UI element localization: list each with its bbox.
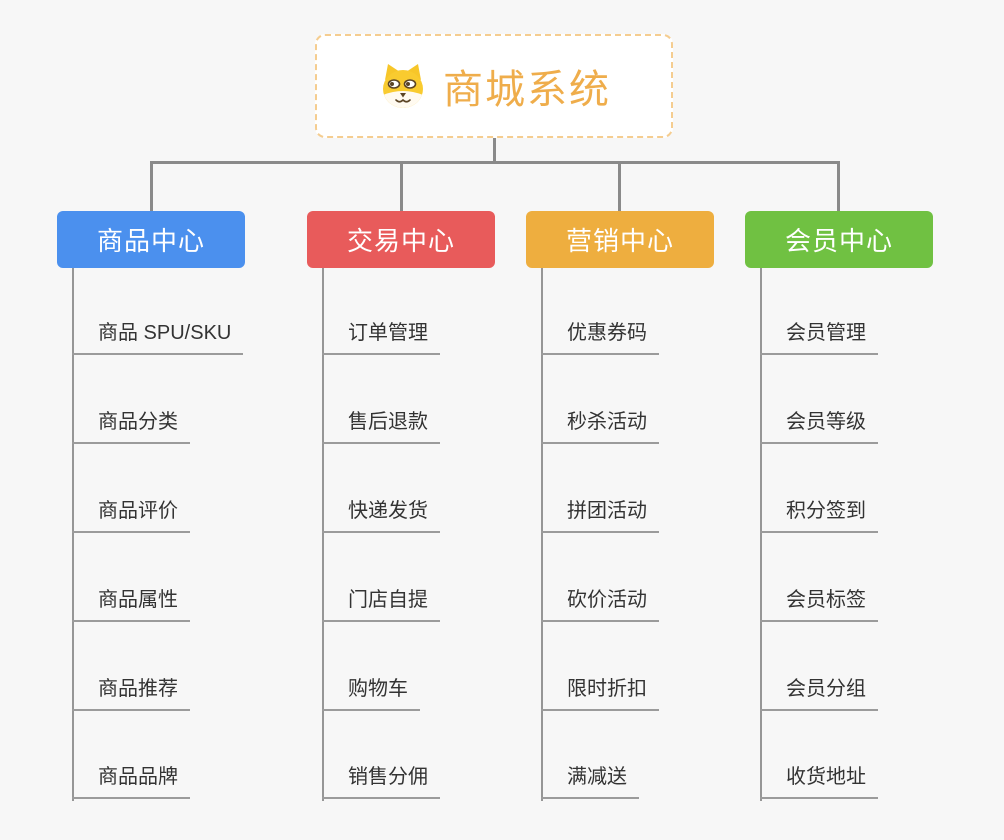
leaf-item[interactable]: 门店自提 — [322, 587, 440, 622]
leaf-item[interactable]: 商品属性 — [72, 587, 190, 622]
leaf-item[interactable]: 销售分佣 — [322, 764, 440, 799]
shiba-dog-icon — [377, 62, 429, 110]
branch-header-member-center[interactable]: 会员中心 — [745, 211, 933, 268]
branch-member-center: 会员中心 会员管理 会员等级 积分签到 会员标签 会员分组 收货地址 — [745, 211, 933, 811]
leaf-item[interactable]: 会员标签 — [760, 587, 878, 622]
leaf-item[interactable]: 收货地址 — [760, 764, 878, 799]
leaf-item[interactable]: 秒杀活动 — [541, 409, 659, 444]
branch-header-marketing-center[interactable]: 营销中心 — [526, 211, 714, 268]
leaf-item[interactable]: 购物车 — [322, 676, 420, 711]
connector-drop — [618, 161, 621, 211]
root-title: 商城系统 — [443, 68, 611, 112]
leaf-item[interactable]: 商品品牌 — [72, 764, 190, 799]
branch-header-trade-center[interactable]: 交易中心 — [307, 211, 495, 268]
connector-drop — [837, 161, 840, 211]
leaf-item[interactable]: 快递发货 — [322, 498, 440, 533]
branch-header-product-center[interactable]: 商品中心 — [57, 211, 245, 268]
connector-horizontal — [150, 161, 840, 164]
leaf-item[interactable]: 商品 SPU/SKU — [72, 320, 244, 355]
leaf-item[interactable]: 砍价活动 — [541, 587, 659, 622]
leaf-item[interactable]: 积分签到 — [760, 498, 878, 533]
branch-trade-center: 交易中心 订单管理 售后退款 快递发货 门店自提 购物车 销售分佣 — [307, 211, 495, 811]
branch-spine — [72, 268, 74, 801]
leaf-item[interactable]: 会员管理 — [760, 320, 878, 355]
branch-spine — [541, 268, 543, 801]
branch-marketing-center: 营销中心 优惠券码 秒杀活动 拼团活动 砍价活动 限时折扣 满减送 — [526, 211, 714, 811]
leaf-item[interactable]: 售后退款 — [322, 409, 440, 444]
leaf-item[interactable]: 会员等级 — [760, 409, 878, 444]
leaf-item[interactable]: 商品分类 — [72, 409, 190, 444]
root-node[interactable]: 商城系统 — [315, 34, 673, 138]
branch-spine — [760, 268, 762, 801]
branch-spine — [322, 268, 324, 801]
leaf-item[interactable]: 订单管理 — [322, 320, 440, 355]
connector-root-vertical — [493, 138, 496, 163]
leaf-item[interactable]: 商品推荐 — [72, 676, 190, 711]
leaf-item[interactable]: 拼团活动 — [541, 498, 659, 533]
leaf-item[interactable]: 会员分组 — [760, 676, 878, 711]
leaf-item[interactable]: 商品评价 — [72, 498, 190, 533]
connector-drop — [400, 161, 403, 211]
branch-product-center: 商品中心 商品 SPU/SKU 商品分类 商品评价 商品属性 商品推荐 商品品牌 — [57, 211, 245, 811]
connector-drop — [150, 161, 153, 211]
leaf-item[interactable]: 优惠券码 — [541, 320, 659, 355]
leaf-item[interactable]: 限时折扣 — [541, 676, 659, 711]
leaf-item[interactable]: 满减送 — [541, 764, 639, 799]
